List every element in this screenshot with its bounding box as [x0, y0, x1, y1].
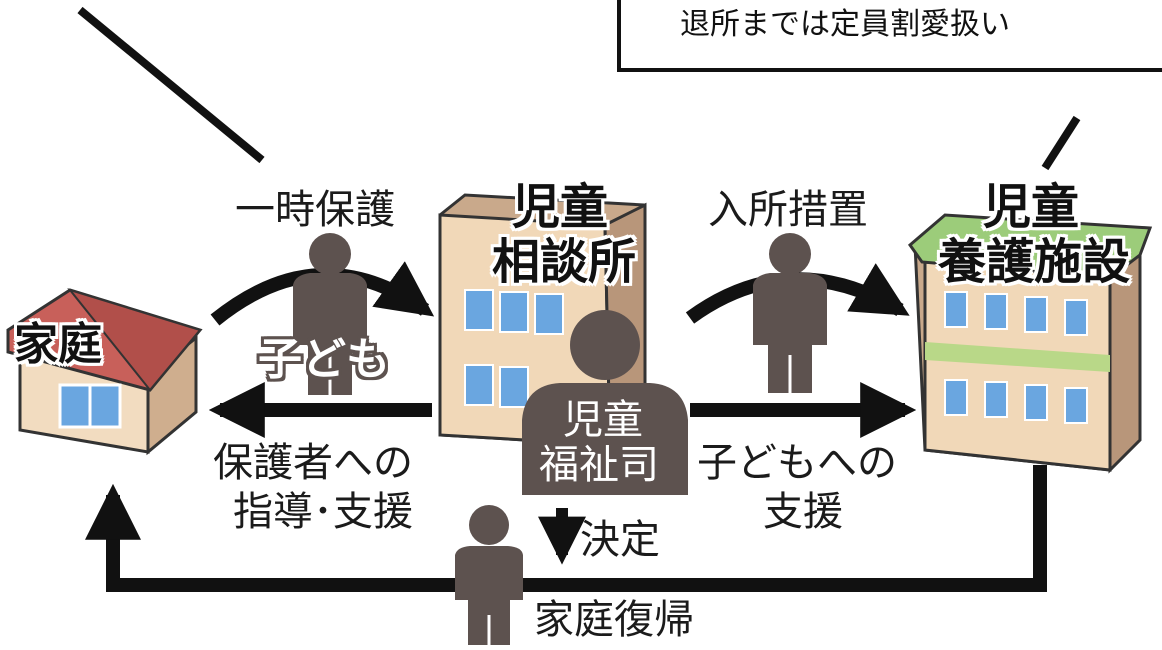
return-home-label: 家庭復帰: [534, 597, 694, 643]
guardian-guidance-line2: 指導･支援: [233, 489, 413, 535]
arrow-return-home: [85, 465, 1047, 592]
callout-text: 退所までは定員割愛扱い: [680, 7, 1010, 42]
welfare-officer-label-line2: 福祉司: [539, 442, 659, 488]
child-guidance-center-building-icon: [438, 193, 647, 448]
leader-line-right: [1041, 115, 1081, 171]
decision-label: 決定: [580, 517, 660, 563]
children-home-facility-building-icon: [907, 213, 1153, 474]
admission-person-icon: [753, 233, 827, 393]
home-house-icon: [6, 288, 203, 456]
welfare-officer-person-icon: [522, 310, 688, 495]
temporary-protection-label: 一時保護: [235, 187, 395, 233]
facility-label-line2: 養護施設: [938, 234, 1131, 290]
home-label: 家庭: [14, 319, 102, 370]
admission-label: 入所措置: [708, 187, 868, 233]
guardian-guidance-line1: 保護者への: [213, 440, 413, 486]
child-support-line2: 支援: [763, 489, 843, 535]
child-person-icon: [293, 233, 367, 395]
callout-box: [617, 0, 1162, 72]
leader-line-left: [77, 6, 265, 164]
welfare-officer-label-line1: 児童: [563, 397, 643, 443]
child-support-line1: 子どもへの: [697, 440, 897, 486]
center-label-line1: 児童: [512, 179, 609, 235]
center-label-line2: 相談所: [492, 234, 637, 290]
returning-person-icon: [455, 505, 523, 645]
child-label: 子ども: [258, 334, 390, 385]
facility-label-line1: 児童: [983, 179, 1080, 235]
